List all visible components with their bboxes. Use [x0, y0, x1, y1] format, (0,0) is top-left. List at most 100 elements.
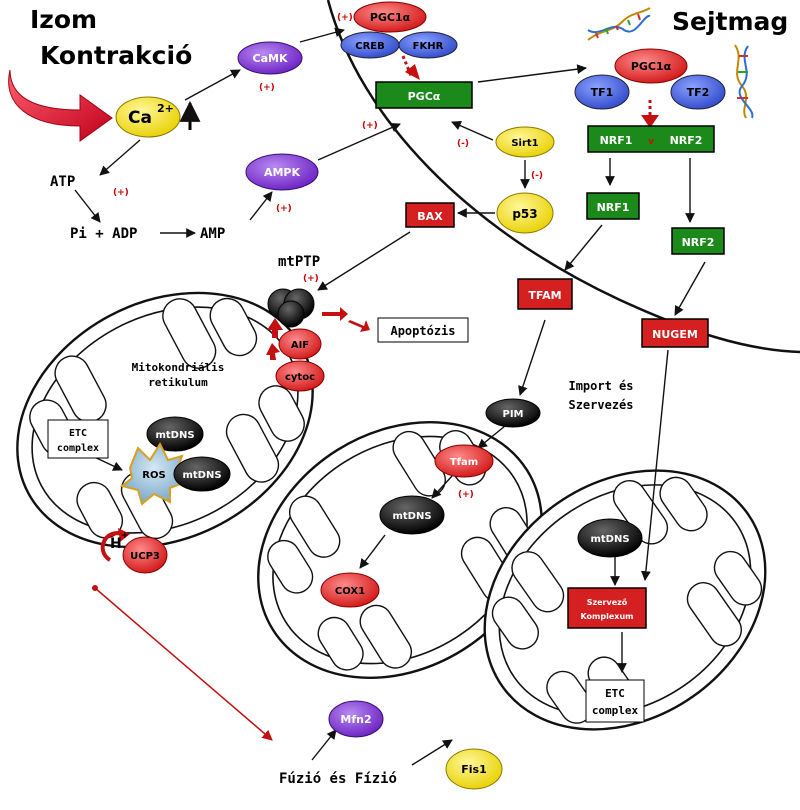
mtdns-node: mtDNS [379, 495, 445, 535]
svg-text:Szervező: Szervező [587, 598, 628, 607]
aif-node: AIF [278, 328, 322, 360]
svg-text:BAX: BAX [417, 210, 443, 223]
svg-text:cytoc: cytoc [285, 372, 315, 383]
import-label: Szervezés [568, 398, 633, 412]
svg-text:(-): (-) [457, 139, 469, 149]
svg-text:NRF2: NRF2 [682, 236, 715, 249]
p53-node: p53 [496, 192, 554, 234]
nrf1-node: NRF1 [586, 192, 640, 220]
svg-text:ETC: ETC [69, 428, 87, 439]
tf2-node: TF2 [670, 74, 726, 110]
svg-text:PGC1α: PGC1α [631, 60, 672, 73]
svg-text:(+): (+) [113, 188, 129, 198]
dna-helix-icon [587, 7, 651, 41]
pathway-arrows [74, 27, 706, 766]
pgc1a-nucleus-node: PGC1α [614, 48, 688, 84]
apoptosis-box: Apoptózis [377, 317, 469, 343]
svg-text:TFAM: TFAM [528, 289, 561, 302]
svg-text:FKHR: FKHR [413, 41, 444, 52]
svg-text:complex: complex [57, 443, 99, 454]
svg-text:(+): (+) [276, 204, 292, 214]
nrf1-v-nrf2-node: NRF1 v NRF2 [587, 125, 715, 153]
svg-text:mtDNS: mtDNS [590, 534, 629, 545]
svg-text:(+): (+) [259, 83, 275, 93]
etc-complex-box: ETC complex [47, 419, 109, 459]
tf1-node: TF1 [574, 74, 630, 110]
svg-text:(-): (-) [531, 171, 543, 181]
svg-text:(+): (+) [362, 121, 378, 131]
mtdns-node: mtDNS [173, 456, 231, 492]
svg-text:NRF1: NRF1 [597, 201, 630, 214]
nugem-node: NUGEM [641, 318, 709, 348]
mtdns-node: mtDNS [577, 518, 643, 558]
pgca-node: PGCα [375, 81, 473, 109]
mfn2-node: Mfn2 [328, 700, 384, 738]
calcium-node: Ca 2+ [115, 96, 181, 138]
svg-text:TF1: TF1 [591, 86, 614, 99]
dna-helix-icon [734, 44, 754, 119]
svg-text:Mfn2: Mfn2 [340, 713, 371, 726]
fkhr-node: FKHR [398, 31, 458, 59]
svg-text:PIM: PIM [502, 409, 523, 420]
svg-text:mtDNS: mtDNS [392, 511, 431, 522]
tfam-lower-node: Tfam [434, 444, 494, 478]
svg-text:COX1: COX1 [335, 586, 365, 597]
fis1-node: Fis1 [445, 748, 503, 790]
contraction-arrow-icon [8, 69, 113, 142]
etc-complex-box-right: ETC complex [585, 679, 645, 723]
proton-icon: H + [100, 528, 130, 562]
svg-text:CREB: CREB [355, 41, 385, 52]
ros-node: ROS [119, 441, 188, 506]
nrf2-node: NRF2 [671, 227, 725, 255]
mito-reticulum-label: Mitokondriális [132, 361, 225, 374]
svg-text:Fis1: Fis1 [461, 763, 487, 776]
fusion-fission-label: Fúzió és Fízió [279, 771, 397, 787]
svg-text:UCP3: UCP3 [130, 551, 160, 562]
svg-text:CaMK: CaMK [253, 52, 288, 65]
bax-node: BAX [405, 202, 455, 228]
svg-text:(+): (+) [458, 490, 474, 500]
svg-text:v: v [648, 137, 654, 147]
svg-text:2+: 2+ [157, 102, 174, 115]
svg-text:+: + [121, 531, 129, 541]
svg-text:NRF1: NRF1 [600, 134, 633, 147]
mito-reticulum-label: retikulum [148, 376, 208, 389]
pgc1a-node: PGC1α [353, 1, 427, 33]
svg-text:ROS: ROS [142, 470, 165, 481]
svg-text:(+): (+) [337, 13, 353, 23]
svg-text:mtDNS: mtDNS [155, 430, 194, 441]
svg-text:AMPK: AMPK [264, 166, 301, 179]
mtptp-pore [267, 288, 315, 328]
svg-text:TF2: TF2 [687, 86, 710, 99]
amp-label: AMP [200, 226, 225, 242]
mtptp-label: mtPTP [278, 254, 320, 270]
svg-text:Ca: Ca [128, 108, 152, 128]
cox1-node: COX1 [320, 572, 380, 608]
svg-text:p53: p53 [512, 207, 537, 221]
svg-text:(+): (+) [303, 274, 319, 284]
svg-text:NUGEM: NUGEM [652, 328, 698, 341]
ampk-node: AMPK [245, 153, 319, 191]
mtdns-node: mtDNS [146, 416, 204, 452]
sirt1-node: Sirt1 [495, 126, 555, 158]
svg-text:AIF: AIF [291, 340, 309, 351]
cytoc-node: cytoc [275, 360, 325, 392]
title-kontrakcio: Kontrakció [40, 41, 192, 70]
svg-text:Komplexum: Komplexum [581, 612, 634, 621]
nucleus-membrane [326, 0, 800, 354]
camk-node: CaMK [237, 41, 303, 75]
pi-adp-label: Pi + ADP [70, 226, 137, 242]
svg-text:H: H [110, 536, 122, 552]
svg-text:Tfam: Tfam [450, 457, 478, 468]
organizing-complex-node: Szervező Komplexum [567, 587, 647, 629]
svg-text:mtDNS: mtDNS [182, 470, 221, 481]
ucp3-node: UCP3 [122, 536, 168, 574]
regulation-signs: (+) (+) (+) (+) (+) (-) (-) (+) (+) [113, 13, 543, 500]
svg-text:PGCα: PGCα [408, 90, 441, 103]
title-izom: Izom [30, 5, 97, 34]
svg-text:Apoptózis: Apoptózis [390, 324, 455, 338]
pim-node: PIM [485, 398, 541, 428]
svg-text:NRF2: NRF2 [670, 134, 703, 147]
svg-text:complex: complex [592, 704, 639, 717]
